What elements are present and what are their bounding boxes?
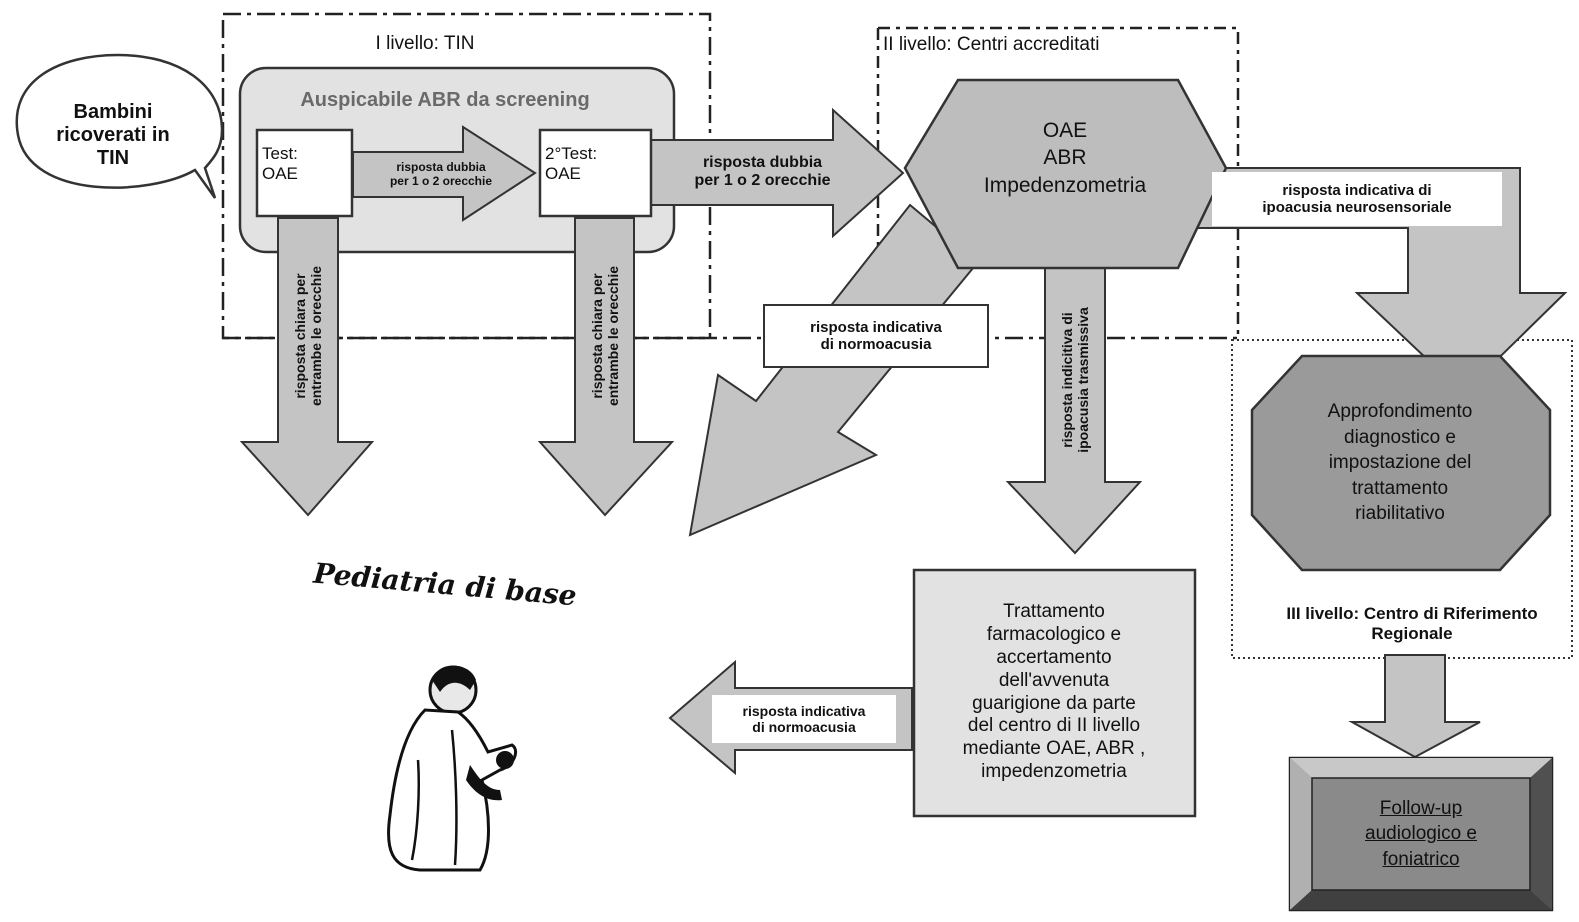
level3-boundary xyxy=(1231,339,1573,659)
test2-label: 2°Test: OAE xyxy=(545,144,598,183)
followup-label: Follow-up audiologico e foniatrico xyxy=(1365,797,1477,870)
edge-test2-down-label: risposta chiara per entrambe le orecchie xyxy=(588,265,621,407)
arrow-level2-to-treatment xyxy=(1005,257,1143,555)
level2-title: II livello: Centri accreditati xyxy=(883,34,1100,56)
arrow-test2-to-level2 xyxy=(649,107,905,239)
screening-group-label: Auspicabile ABR da screening xyxy=(300,88,590,111)
test1-label: Test: OAE xyxy=(262,144,298,183)
arrow-level2-to-pediatria xyxy=(688,203,980,537)
test2-box xyxy=(538,128,653,218)
arrow-test1-down xyxy=(239,217,375,517)
level2-boundary xyxy=(878,26,1240,338)
arrow-test2-down xyxy=(537,217,675,517)
edge-level2-to-pediatria-label: risposta indicativa di normoacusia xyxy=(810,318,942,353)
arrow-test1-to-test2 xyxy=(352,125,537,222)
treatment-label: Trattamento farmacologico e accertamento… xyxy=(962,601,1146,782)
edge-treatment-to-pediatria-label: risposta indicativa di normoacusia xyxy=(742,702,866,735)
edge-level2-to-level3-label: risposta indicativa di ipoacusia neurose… xyxy=(1262,181,1452,216)
treatment-box xyxy=(912,568,1197,818)
level3-octagon xyxy=(1250,354,1552,572)
pediatrician-icon xyxy=(387,665,517,872)
label-box-normoacusia xyxy=(763,304,989,368)
level1-title: I livello: TIN xyxy=(375,33,475,55)
edge-test1-down-label: risposta chiara per entrambe le orecchie xyxy=(291,265,324,407)
start-bubble xyxy=(15,53,224,199)
edge-test2-to-level2-label: risposta dubbia per 1 o 2 orecchie xyxy=(694,153,831,189)
level3-title: III livello: Centro di Riferimento Regio… xyxy=(1286,604,1538,643)
edge-level2-to-treatment-label: risposta indicitiva di ipoacusia trasmis… xyxy=(1058,307,1091,453)
level2-hexagon xyxy=(903,78,1228,270)
start-node-label: Bambini ricoverati in TIN xyxy=(56,100,170,169)
label-box-neurosensoriale xyxy=(1212,172,1502,226)
arrow-level3-to-followup xyxy=(1348,654,1481,759)
label-box-normoacusia-2 xyxy=(712,695,896,743)
followup-box xyxy=(1288,756,1554,912)
level3-diagnostic-label: Approfondimento diagnostico e impostazio… xyxy=(1327,400,1473,525)
test1-box xyxy=(255,128,354,218)
level2-tests-label: OAE ABR Impedenzometria xyxy=(983,119,1147,197)
edge-test1-to-test2-label: risposta dubbia per 1 o 2 orecchie xyxy=(389,160,493,188)
